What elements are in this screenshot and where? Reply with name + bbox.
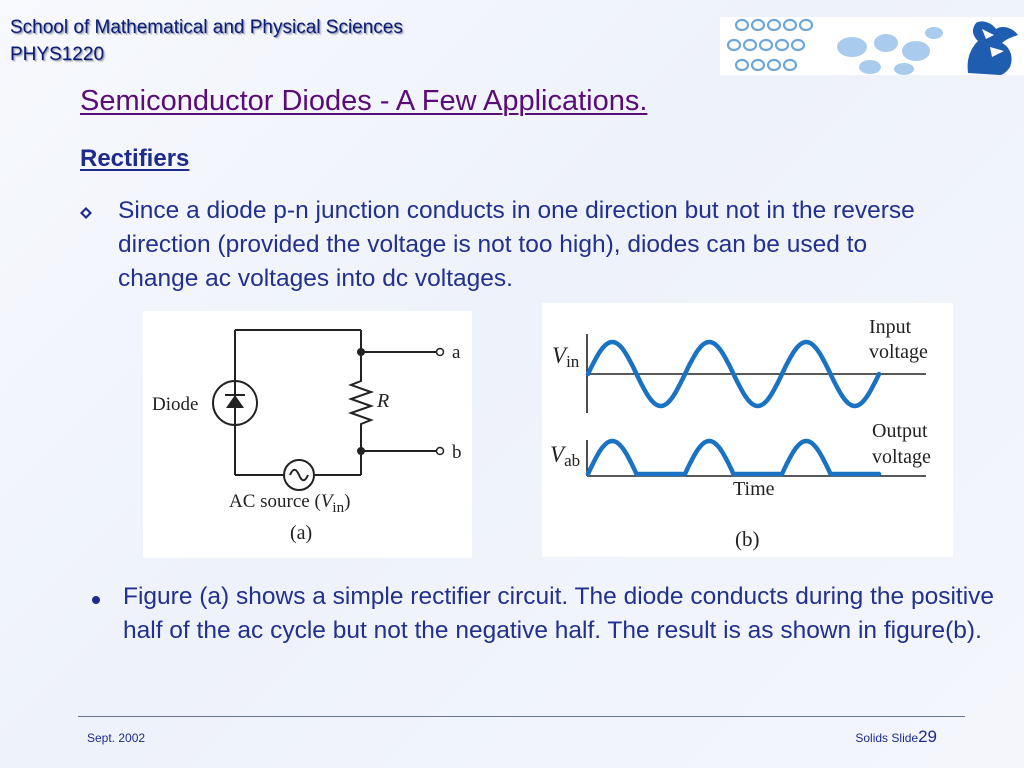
slide-title: Semiconductor Diodes - A Few Application… [80, 85, 648, 117]
junction-dot-bottom [357, 447, 365, 455]
vin-label: Vin [552, 343, 580, 371]
footer-divider [78, 716, 965, 717]
waveform-diagram: Vin Vab Input voltage Output voltage Tim… [550, 316, 931, 551]
bullet-text-diode-conduction: Since a diode p-n junction conducts in o… [118, 197, 915, 292]
slide-number: 29 [918, 727, 937, 746]
seahorse-logo-icon [720, 17, 1024, 75]
ac-source-label: AC source (Vin) [229, 491, 350, 516]
diode-label: Diode [152, 394, 198, 415]
terminal-a-icon [435, 347, 445, 357]
vab-label: Vab [550, 442, 580, 470]
output-voltage-label-1: Output [872, 420, 928, 442]
junction-dot-top [357, 348, 365, 356]
bullet-text-figure-explanation: Figure (a) shows a simple rectifier circ… [123, 583, 995, 644]
resistor-label: R [376, 390, 389, 412]
terminal-b-icon [435, 446, 445, 456]
footer-slide-number: Solids Slide29 [855, 727, 937, 747]
time-axis-label: Time [733, 478, 775, 500]
section-heading-rectifiers: Rectifiers [80, 145, 190, 172]
rectifier-circuit-diagram: Diode R a b AC source (Vin) (a) [152, 329, 462, 544]
input-voltage-wave [585, 339, 882, 409]
diamond-bullet-icon [80, 207, 92, 219]
input-voltage-label-2: voltage [869, 341, 928, 363]
round-bullet-icon [92, 596, 100, 604]
terminal-a-label: a [452, 342, 461, 363]
footer-date: Sept. 2002 [87, 731, 146, 745]
terminal-b-label: b [452, 442, 462, 463]
figure-b-waveforms: Vin Vab Input voltage Output voltage Tim… [542, 303, 953, 557]
figure-b-caption: (b) [735, 527, 760, 551]
header-course-code: PHYS1220 [10, 44, 105, 65]
output-voltage-label-2: voltage [872, 446, 931, 468]
footer-slide-label: Solids Slide [855, 731, 919, 745]
output-voltage-wave [585, 438, 882, 477]
header-school-name: School of Mathematical and Physical Scie… [10, 17, 403, 38]
input-voltage-label-1: Input [869, 316, 912, 338]
figure-a-caption: (a) [290, 522, 312, 544]
figure-a-rectifier-circuit: Diode R a b AC source (Vin) (a) [143, 311, 472, 558]
